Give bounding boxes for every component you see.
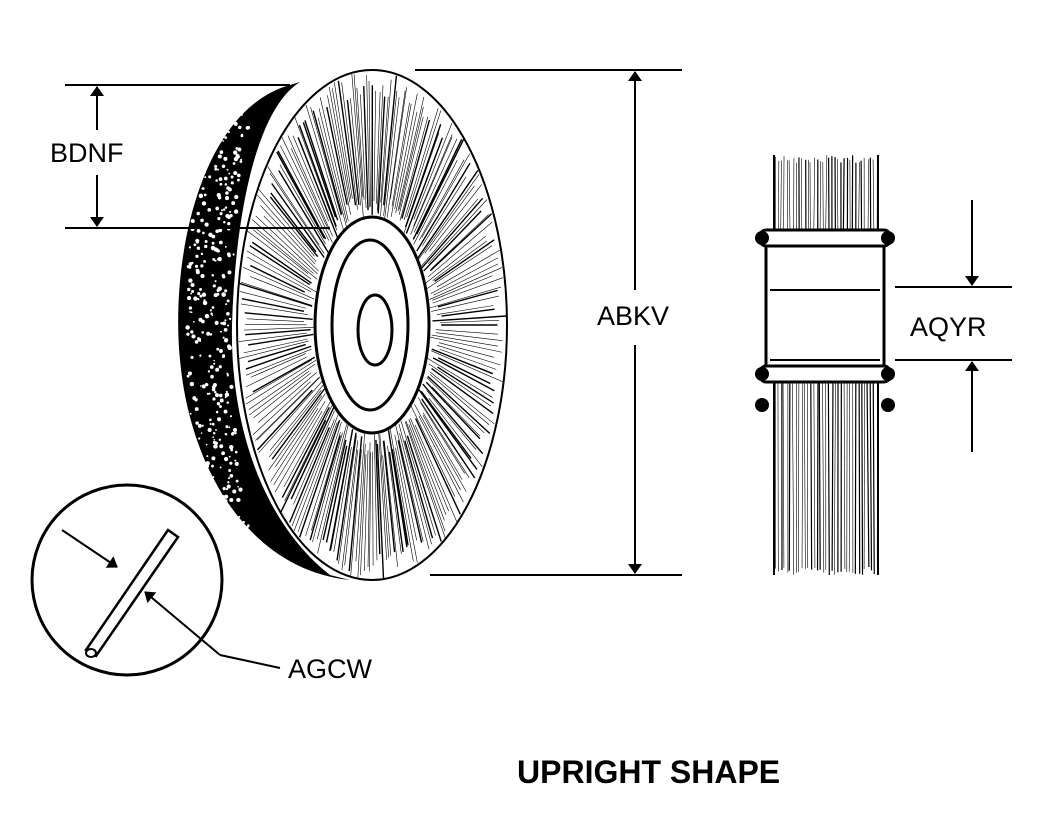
aqyr-label: AQYR bbox=[910, 312, 987, 342]
agcw-label: AGCW bbox=[288, 654, 373, 684]
aqyr-dimension: AQYR bbox=[895, 200, 1012, 452]
wheel-side-view bbox=[755, 155, 895, 575]
diagram-title: UPRIGHT SHAPE bbox=[517, 754, 780, 790]
abkv-dimension: ABKV bbox=[415, 69, 682, 576]
bdnf-label: BDNF bbox=[50, 138, 124, 168]
bdnf-dimension: BDNF bbox=[50, 84, 330, 229]
abkv-label: ABKV bbox=[597, 301, 669, 331]
agcw-wire-detail: AGCW bbox=[30, 483, 373, 684]
wheel-bristles bbox=[238, 74, 507, 579]
wheel-hub bbox=[313, 215, 431, 435]
